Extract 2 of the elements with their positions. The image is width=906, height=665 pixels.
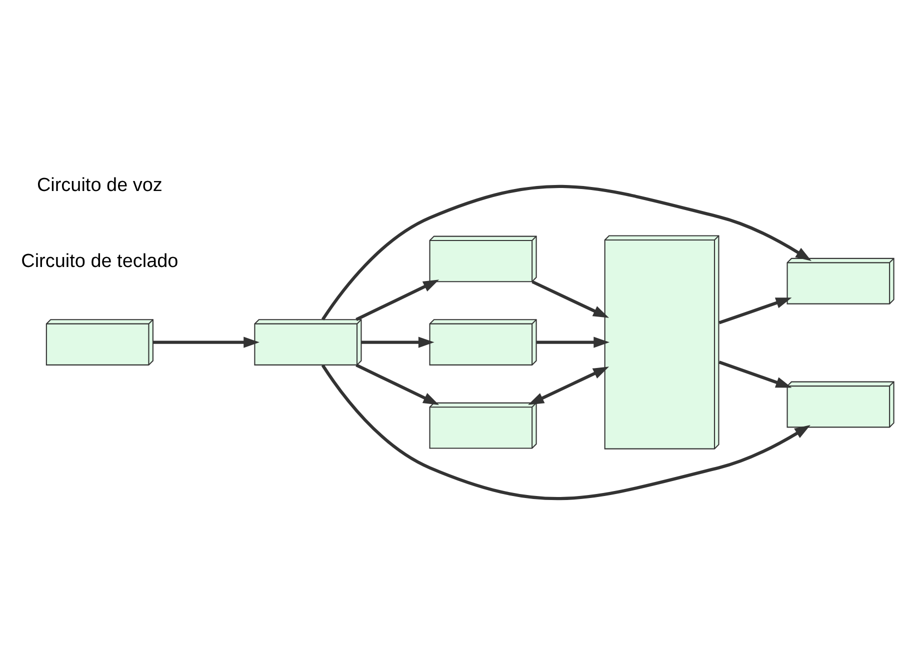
label: Circuito de teclado xyxy=(20,250,178,272)
label: Circuito de voz xyxy=(36,174,162,196)
